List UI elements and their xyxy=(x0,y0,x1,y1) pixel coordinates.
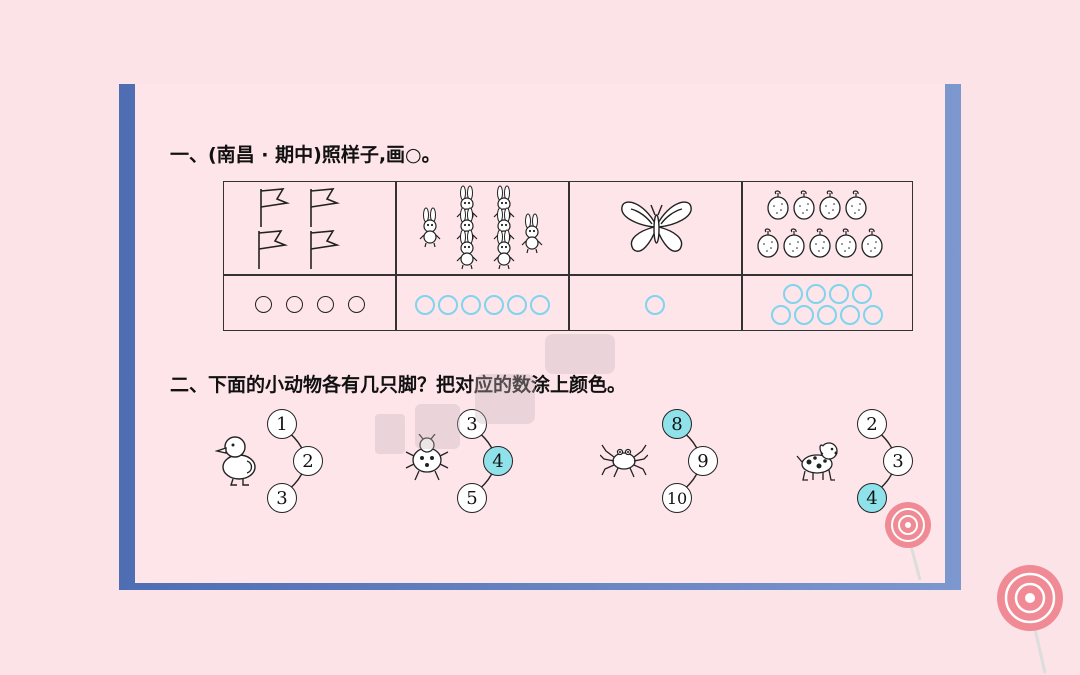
circle-mark xyxy=(506,294,527,315)
answer-cell-rabbits xyxy=(396,277,568,332)
animal-group-bug: 3 4 5 xyxy=(405,406,525,516)
number-option-selected[interactable]: 4 xyxy=(483,446,513,476)
circle-mark xyxy=(771,305,791,325)
flag-group xyxy=(249,187,369,272)
crab-icon xyxy=(600,444,648,478)
circle-mark xyxy=(863,305,883,325)
answer-cell-flags xyxy=(224,277,395,332)
circle-mark xyxy=(805,284,826,304)
circle-row-top xyxy=(781,284,873,304)
rabbit-icon xyxy=(419,185,543,270)
bug-icon xyxy=(405,434,449,481)
circle-mark xyxy=(645,294,665,315)
dog-icon xyxy=(796,442,838,481)
duck-icon xyxy=(215,436,256,486)
animal-group-dog: 2 3 4 xyxy=(795,406,915,516)
answer-cell-fruits xyxy=(742,277,912,332)
lollipop-icon xyxy=(885,502,931,581)
circle-mark xyxy=(437,294,458,315)
drawing-table xyxy=(223,181,913,331)
number-option[interactable]: 2 xyxy=(857,409,887,439)
circle-mark xyxy=(285,296,303,313)
table-divider xyxy=(395,182,397,330)
table-divider xyxy=(568,182,570,330)
table-divider xyxy=(224,274,912,276)
lollipop-icon xyxy=(997,565,1063,674)
circle-mark xyxy=(254,296,272,313)
animal-group-duck: 1 2 3 xyxy=(215,406,335,516)
circle-mark xyxy=(840,305,860,325)
worksheet-paper: 一、(南昌 · 期中)照样子,画○。 xyxy=(135,84,945,583)
question-2-title: 二、下面的小动物各有几只脚？把对应的数涂上颜色。 xyxy=(170,374,627,396)
circle-mark xyxy=(851,284,872,304)
animal-group-crab: 8 9 10 xyxy=(600,406,730,516)
circle-mark xyxy=(828,284,849,304)
circle-mark xyxy=(794,305,814,325)
circle-mark xyxy=(483,294,504,315)
flag-icon xyxy=(258,188,341,269)
question-1-title: 一、(南昌 · 期中)照样子,画○。 xyxy=(170,144,441,166)
rabbit-group xyxy=(414,185,549,273)
circle-mark xyxy=(460,294,481,315)
circle-mark xyxy=(529,294,550,315)
number-option[interactable]: 9 xyxy=(688,446,718,476)
circle-mark xyxy=(347,296,365,313)
circle-row-bottom xyxy=(770,305,885,325)
circle-mark xyxy=(782,284,803,304)
number-option[interactable]: 1 xyxy=(267,409,297,439)
number-option-selected[interactable]: 8 xyxy=(662,409,692,439)
table-divider xyxy=(741,182,743,330)
number-option-selected[interactable]: 4 xyxy=(857,483,887,513)
fruit-icon xyxy=(757,190,883,258)
number-option[interactable]: 10 xyxy=(662,483,692,513)
circle-mark xyxy=(414,294,435,315)
number-option[interactable]: 3 xyxy=(267,483,297,513)
answer-cell-butterfly xyxy=(569,277,741,332)
number-option[interactable]: 3 xyxy=(457,409,487,439)
number-option[interactable]: 2 xyxy=(293,446,323,476)
number-option[interactable]: 5 xyxy=(457,483,487,513)
fruit-group xyxy=(757,188,897,268)
butterfly-container xyxy=(619,197,694,257)
circle-mark xyxy=(817,305,837,325)
butterfly-icon xyxy=(621,201,692,252)
circle-mark xyxy=(316,296,334,313)
number-option[interactable]: 3 xyxy=(883,446,913,476)
watermark-graphic xyxy=(375,334,615,454)
